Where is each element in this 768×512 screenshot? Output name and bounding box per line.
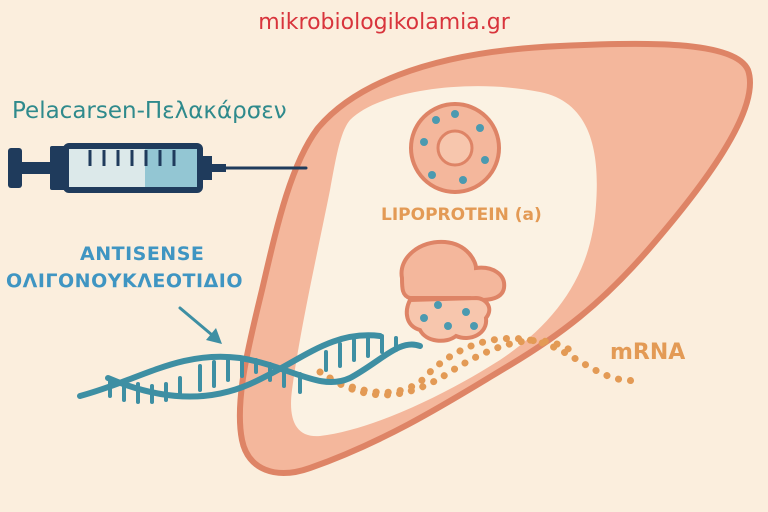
mrna-strand-icon <box>316 334 644 399</box>
arrow-icon <box>178 306 222 344</box>
drug-name-label: Pelacarsen-Πελακάρσεν <box>12 98 287 124</box>
site-title: mikrobiologikolamia.gr <box>258 10 510 35</box>
lipoprotein-particle-icon <box>409 102 501 194</box>
antisense-label-line2: ΟΛΙΓΟΝΟΥΚΛΕΟΤΙΔΙΟ <box>6 270 244 292</box>
dna-strand-icon <box>77 332 423 404</box>
apolipoprotein-icon <box>399 239 507 343</box>
antisense-label-line1: ANTISENSE <box>80 243 205 265</box>
syringe-icon <box>8 143 308 193</box>
liver-icon <box>236 40 753 476</box>
mrna-label: mRNA <box>610 340 686 365</box>
lipoprotein-label: LIPOPROTEIN (a) <box>381 205 542 225</box>
